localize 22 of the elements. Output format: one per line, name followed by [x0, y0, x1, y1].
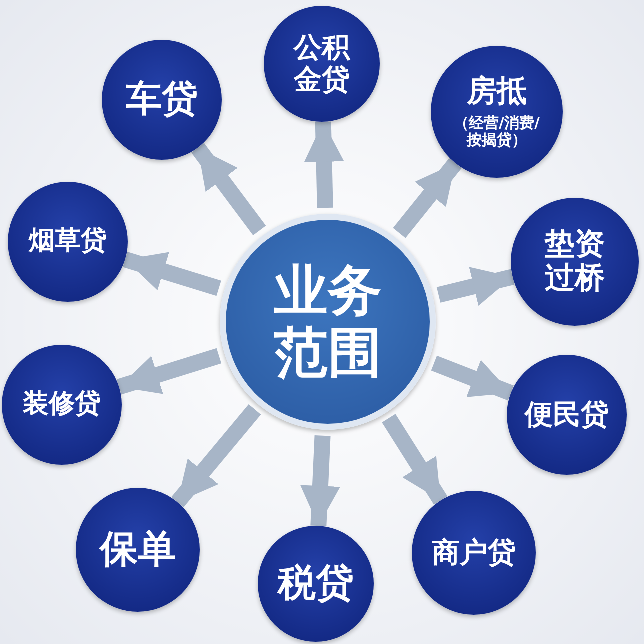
arrow: [116, 348, 222, 395]
node-title: 烟草贷: [29, 227, 107, 257]
node-note: （经营/消费/按揭贷）: [453, 115, 541, 150]
arrow: [436, 267, 515, 306]
arrow: [431, 356, 514, 401]
arrow: [393, 158, 462, 238]
node-title: 房抵: [467, 74, 527, 109]
node-title: 便民贷: [525, 398, 609, 432]
node-title: 垫资过桥: [544, 228, 606, 296]
node-title: 业务范围: [273, 260, 383, 384]
node-title: 车贷: [126, 79, 198, 121]
arrow: [382, 414, 448, 505]
arrow: [192, 143, 266, 236]
node-title: 公积金贷: [293, 32, 351, 96]
node-title: 商户贷: [432, 536, 516, 570]
arrow: [123, 252, 222, 296]
node-title: 保单: [100, 528, 176, 572]
arrow: [300, 436, 340, 526]
arrow: [172, 404, 262, 508]
node-title: 装修贷: [23, 390, 101, 420]
arrow: [304, 122, 344, 208]
node-title: 税贷: [278, 562, 354, 606]
